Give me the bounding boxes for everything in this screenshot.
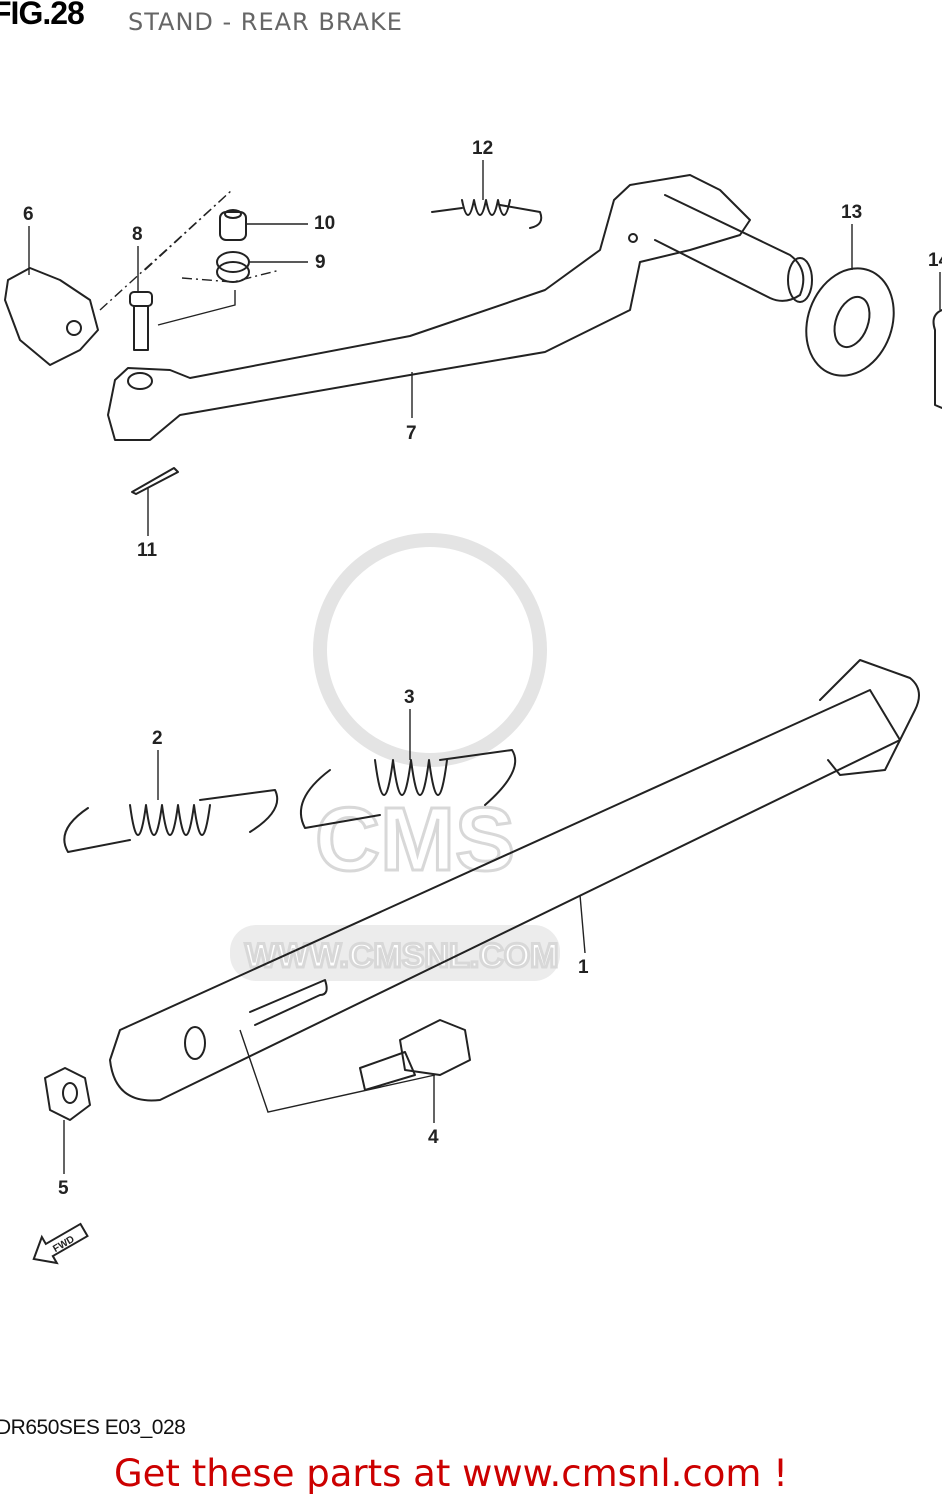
part-3-spring <box>300 749 517 829</box>
figure-number: FIG.28 <box>0 0 85 31</box>
callout-2: 2 <box>152 728 163 749</box>
promo-link[interactable]: Get these parts at www.cmsnl.com ! <box>114 1452 789 1495</box>
part-14-clip <box>932 309 942 409</box>
cmsnl-watermark: CMS WWW.CMSNL.COM <box>230 533 560 981</box>
part-8-pin <box>129 291 153 351</box>
svg-text:CMS: CMS <box>315 790 515 890</box>
part-6-bracket <box>4 267 99 366</box>
part-4-bolt <box>359 1019 471 1091</box>
part-2-spring <box>63 789 279 853</box>
callout-1: 1 <box>578 957 589 978</box>
fwd-arrow-icon: FWD <box>32 1222 89 1265</box>
part-7-brake-pedal <box>107 174 813 441</box>
callout-9: 9 <box>315 252 326 273</box>
leader-lines <box>28 160 941 1174</box>
diagram-code: DR650SES E03_028 <box>0 1416 186 1439</box>
callout-8: 8 <box>132 224 143 245</box>
part-1-side-stand <box>109 659 920 1102</box>
callout-3: 3 <box>404 687 415 708</box>
part-9-washer <box>216 251 250 283</box>
part-5-nut <box>44 1067 91 1121</box>
part-12-spring <box>431 199 543 229</box>
part-11-cotter-pin <box>131 467 179 495</box>
page-title: STAND - REAR BRAKE <box>128 8 403 36</box>
part-13-washer <box>805 267 895 377</box>
svg-text:WWW.CMSNL.COM: WWW.CMSNL.COM <box>245 937 559 975</box>
callout-7: 7 <box>406 423 417 444</box>
callout-5: 5 <box>58 1178 69 1199</box>
part-10-bushing <box>219 209 247 241</box>
callout-14: 14 <box>928 250 942 271</box>
callout-11: 11 <box>137 540 158 561</box>
callout-13: 13 <box>841 202 862 223</box>
callout-12: 12 <box>472 138 493 159</box>
callout-6: 6 <box>23 204 34 225</box>
callout-4: 4 <box>428 1127 439 1148</box>
fwd-label: FWD <box>51 1234 76 1255</box>
callout-10: 10 <box>314 213 335 234</box>
